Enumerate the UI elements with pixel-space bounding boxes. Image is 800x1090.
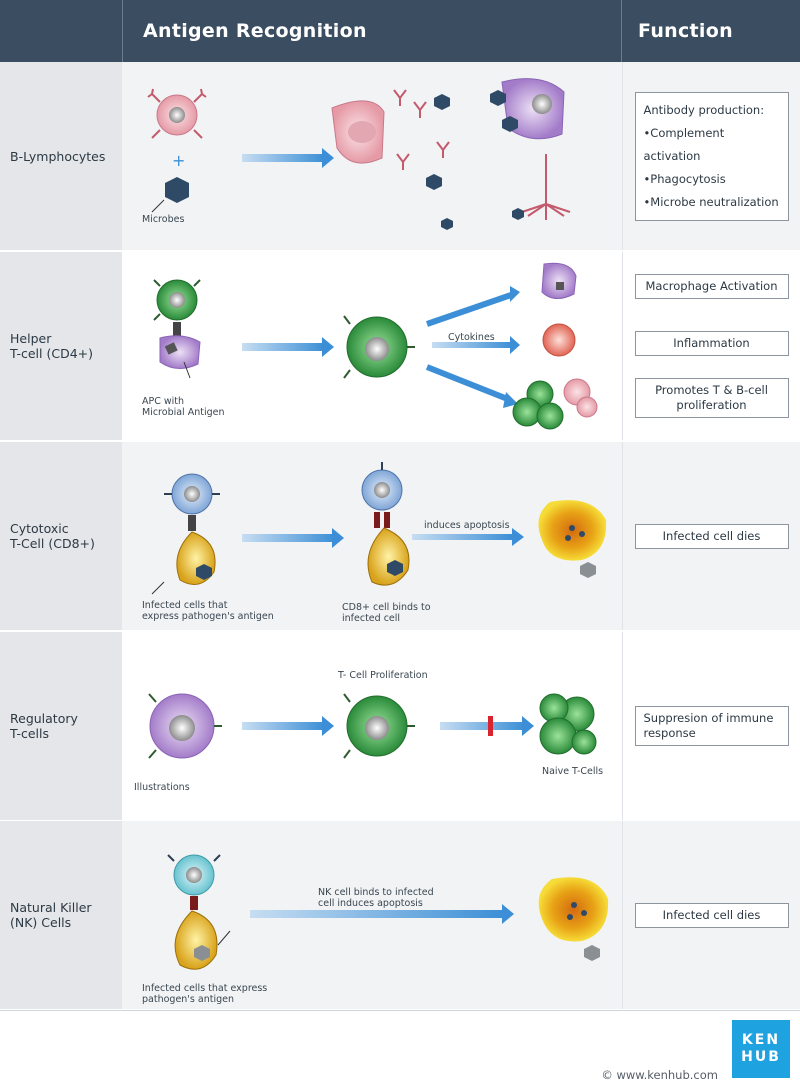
function-cell: Infected cell dies xyxy=(622,821,800,1009)
arrow-icon xyxy=(440,722,524,730)
header-blank xyxy=(0,0,122,62)
naive-cells-note: Naive T-Cells xyxy=(542,766,604,777)
antigen-recognition-cell: Infected cells that express pathogen's a… xyxy=(122,442,622,630)
apoptosis-note: induces apoptosis xyxy=(424,520,510,531)
b-cell-icon xyxy=(147,88,207,139)
function-cell: Macrophage Activation Inflammation Promo… xyxy=(622,252,800,440)
treg-cell-icon xyxy=(148,693,222,759)
arrow-icon xyxy=(242,343,324,351)
function-box: Inflammation xyxy=(634,331,789,356)
proliferating-t-cell-icon xyxy=(343,693,415,759)
row-nk-cells: Natural Killer (NK) Cells Infected cells… xyxy=(0,821,800,1010)
inhibition-bar-icon xyxy=(488,716,493,736)
footer xyxy=(0,1010,800,1090)
microbes-note: Microbes xyxy=(142,214,185,225)
row-label: Natural Killer (NK) Cells xyxy=(0,821,122,1009)
function-box: Antibody production: •Complement activat… xyxy=(634,91,789,221)
antigen-recognition-cell: Infected cells that express pathogen's a… xyxy=(122,821,622,1009)
function-cell: Infected cell dies xyxy=(622,442,800,630)
dying-cell-icon xyxy=(538,877,609,942)
table-header: Antigen Recognition Function xyxy=(0,0,800,62)
cytokines-note: Cytokines xyxy=(448,332,495,343)
function-box: Promotes T & B-cell proliferation xyxy=(634,378,789,418)
row-label: B-Lymphocytes xyxy=(0,62,122,250)
row-cytotoxic-t-cell: Cytotoxic T-Cell (CD8+) xyxy=(0,442,800,631)
arrow-icon xyxy=(426,291,515,327)
infected-cell-note: Infected cells that express pathogen's a… xyxy=(142,983,268,1005)
function-box: Infected cell dies xyxy=(634,523,789,549)
arrow-icon xyxy=(242,722,324,730)
cd8-bound-cell-icon xyxy=(361,462,410,586)
header-function: Function xyxy=(638,20,733,42)
cytotoxic-t-cell-illustration xyxy=(151,462,607,595)
antibody-neutralization-icon xyxy=(521,154,571,220)
activated-helper-t-cell-icon xyxy=(343,315,415,379)
arrow-icon xyxy=(250,910,504,918)
logo-text-bottom: HUB xyxy=(741,1049,781,1065)
row-b-lymphocytes: B-Lymphocytes + xyxy=(0,62,800,251)
antigen-recognition-cell: APC with Microbial Antigen Cytokines xyxy=(122,252,622,440)
header-antigen-recognition: Antigen Recognition xyxy=(122,0,622,62)
row-label: Cytotoxic T-Cell (CD8+) xyxy=(0,442,122,630)
illustrations-note: Illustrations xyxy=(134,782,190,793)
microbe-icon xyxy=(165,177,189,203)
apc-note: APC with Microbial Antigen xyxy=(142,396,225,418)
b-cell-illustration: + xyxy=(147,78,571,230)
function-item: •Phagocytosis xyxy=(643,171,726,186)
kenhub-logo[interactable]: KEN HUB xyxy=(732,1020,790,1078)
arrow-icon xyxy=(242,154,324,162)
nk-binds-note: NK cell binds to infected cell induces a… xyxy=(318,887,434,909)
function-item: •Microbe neutralization xyxy=(643,194,779,209)
antigen-recognition-cell: Illustrations T- Cell Proliferation Naiv… xyxy=(122,632,622,820)
binds-note: CD8+ cell binds to infected cell xyxy=(342,602,431,624)
proliferating-cells-icon xyxy=(512,378,598,430)
logo-text-top: KEN xyxy=(741,1032,781,1048)
antigen-recognition-cell: + Microbes xyxy=(122,62,622,250)
nk-cell-icon xyxy=(167,854,221,896)
regulatory-t-cell-illustration xyxy=(148,693,597,759)
function-item: •Complement activation xyxy=(643,125,725,163)
antibody-icons xyxy=(393,89,450,170)
macrophage-icon xyxy=(541,262,577,299)
row-label: Helper T-cell (CD4+) xyxy=(0,252,122,440)
function-cell: Suppresion of immune response xyxy=(622,632,800,820)
cd8-t-cell-icon xyxy=(164,473,220,515)
infected-cell-note: Infected cells that express pathogen's a… xyxy=(142,600,274,622)
function-cell: Antibody production: •Complement activat… xyxy=(622,62,800,250)
function-box: Suppresion of immune response xyxy=(634,706,789,746)
nk-cell-illustration xyxy=(167,854,609,970)
inflammatory-cell-icon xyxy=(542,323,576,357)
svg-text:+: + xyxy=(172,151,185,170)
copyright-text: © www.kenhub.com xyxy=(601,1068,718,1082)
proliferation-note: T- Cell Proliferation xyxy=(338,670,428,681)
row-label: Regulatory T-cells xyxy=(0,632,122,820)
arrow-icon xyxy=(242,534,334,542)
infected-cell-icon xyxy=(174,910,218,970)
naive-t-cells-icon xyxy=(539,693,597,755)
row-helper-t-cell: Helper T-cell (CD4+) xyxy=(0,252,800,441)
function-title: Antibody production: xyxy=(643,102,765,117)
function-box: Macrophage Activation xyxy=(634,274,789,299)
function-box: Infected cell dies xyxy=(634,902,789,928)
arrow-icon xyxy=(412,534,512,540)
apc-icon xyxy=(159,335,201,369)
helper-t-cell-illustration xyxy=(153,262,598,430)
row-regulatory-t-cells: Regulatory T-cells xyxy=(0,632,800,821)
helper-t-cell-icon xyxy=(153,279,201,321)
